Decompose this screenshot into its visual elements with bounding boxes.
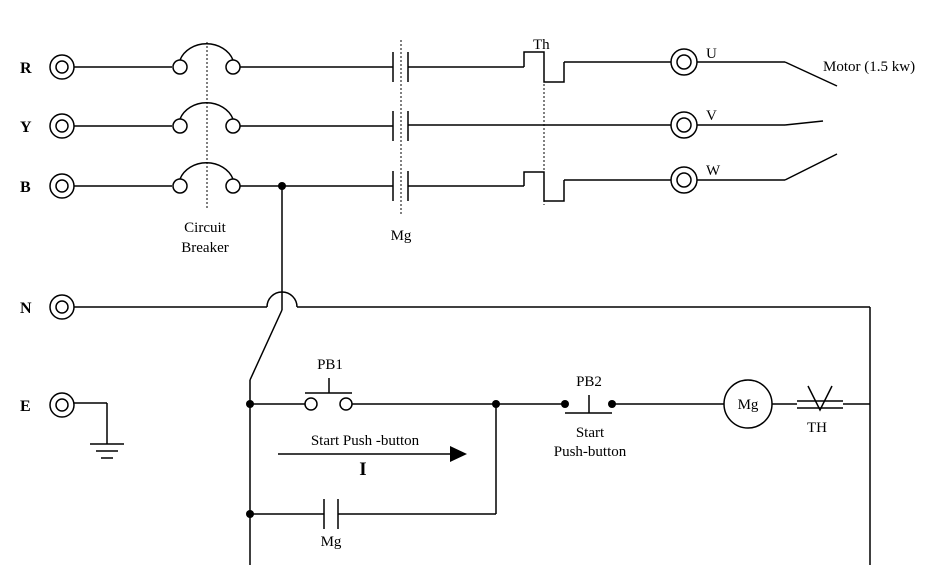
terminal-y-label: Y <box>20 119 32 136</box>
terminal-e <box>49 392 75 418</box>
thermal-element-r <box>523 51 565 83</box>
terminal-n <box>49 294 75 320</box>
terminal-y <box>49 113 75 139</box>
thermal-element-b <box>523 171 565 202</box>
motor-terminal-v <box>670 111 698 139</box>
motor-label: Motor (1.5 kw) <box>823 59 915 75</box>
terminal-e-label: E <box>20 398 31 415</box>
neutral-line: N <box>20 291 871 565</box>
motor-terminal-v-label: V <box>706 108 717 124</box>
breaker-label-line2: Breaker <box>181 240 228 256</box>
breaker-label-line1: Circuit <box>184 220 226 236</box>
phase-b-line: B <box>20 153 838 202</box>
motor-terminal-u-label: U <box>706 46 717 62</box>
pb1-caption: Start Push -button <box>311 433 420 449</box>
control-isolator <box>249 309 283 381</box>
terminal-b-label: B <box>20 179 31 196</box>
pb1-label: PB1 <box>317 357 343 373</box>
earth-line: E <box>20 392 124 459</box>
terminal-r-label: R <box>20 60 32 77</box>
main-contactor-label: Mg <box>391 228 412 244</box>
holding-contact-mg <box>323 499 339 529</box>
main-contact-y <box>392 111 409 141</box>
phase-r-line: R <box>20 43 838 87</box>
pb1-numeral: I <box>359 459 366 480</box>
motor-terminal-w-label: W <box>706 163 721 179</box>
thermal-overload-contact <box>797 385 843 412</box>
current-direction-arrow-icon <box>278 446 467 462</box>
terminal-b <box>49 173 75 199</box>
terminal-n-label: N <box>20 300 32 317</box>
motor-terminal-w <box>670 166 698 194</box>
pb1-push-button <box>304 378 353 411</box>
pb2-label: PB2 <box>576 374 602 390</box>
thermal-power-label: Th <box>533 37 550 53</box>
pb2-push-button <box>561 395 616 414</box>
phase-y-line: Y <box>20 102 824 141</box>
contactor-coil-label: Mg <box>738 397 759 413</box>
terminal-r <box>49 54 75 80</box>
holding-contact-label: Mg <box>321 534 342 550</box>
pb2-caption-line1: Start <box>576 425 605 441</box>
pb2-caption-line2: Push-button <box>554 444 627 460</box>
ground-icon <box>90 443 124 459</box>
thermal-control-label: TH <box>807 420 827 436</box>
motor-terminal-u <box>670 48 698 76</box>
